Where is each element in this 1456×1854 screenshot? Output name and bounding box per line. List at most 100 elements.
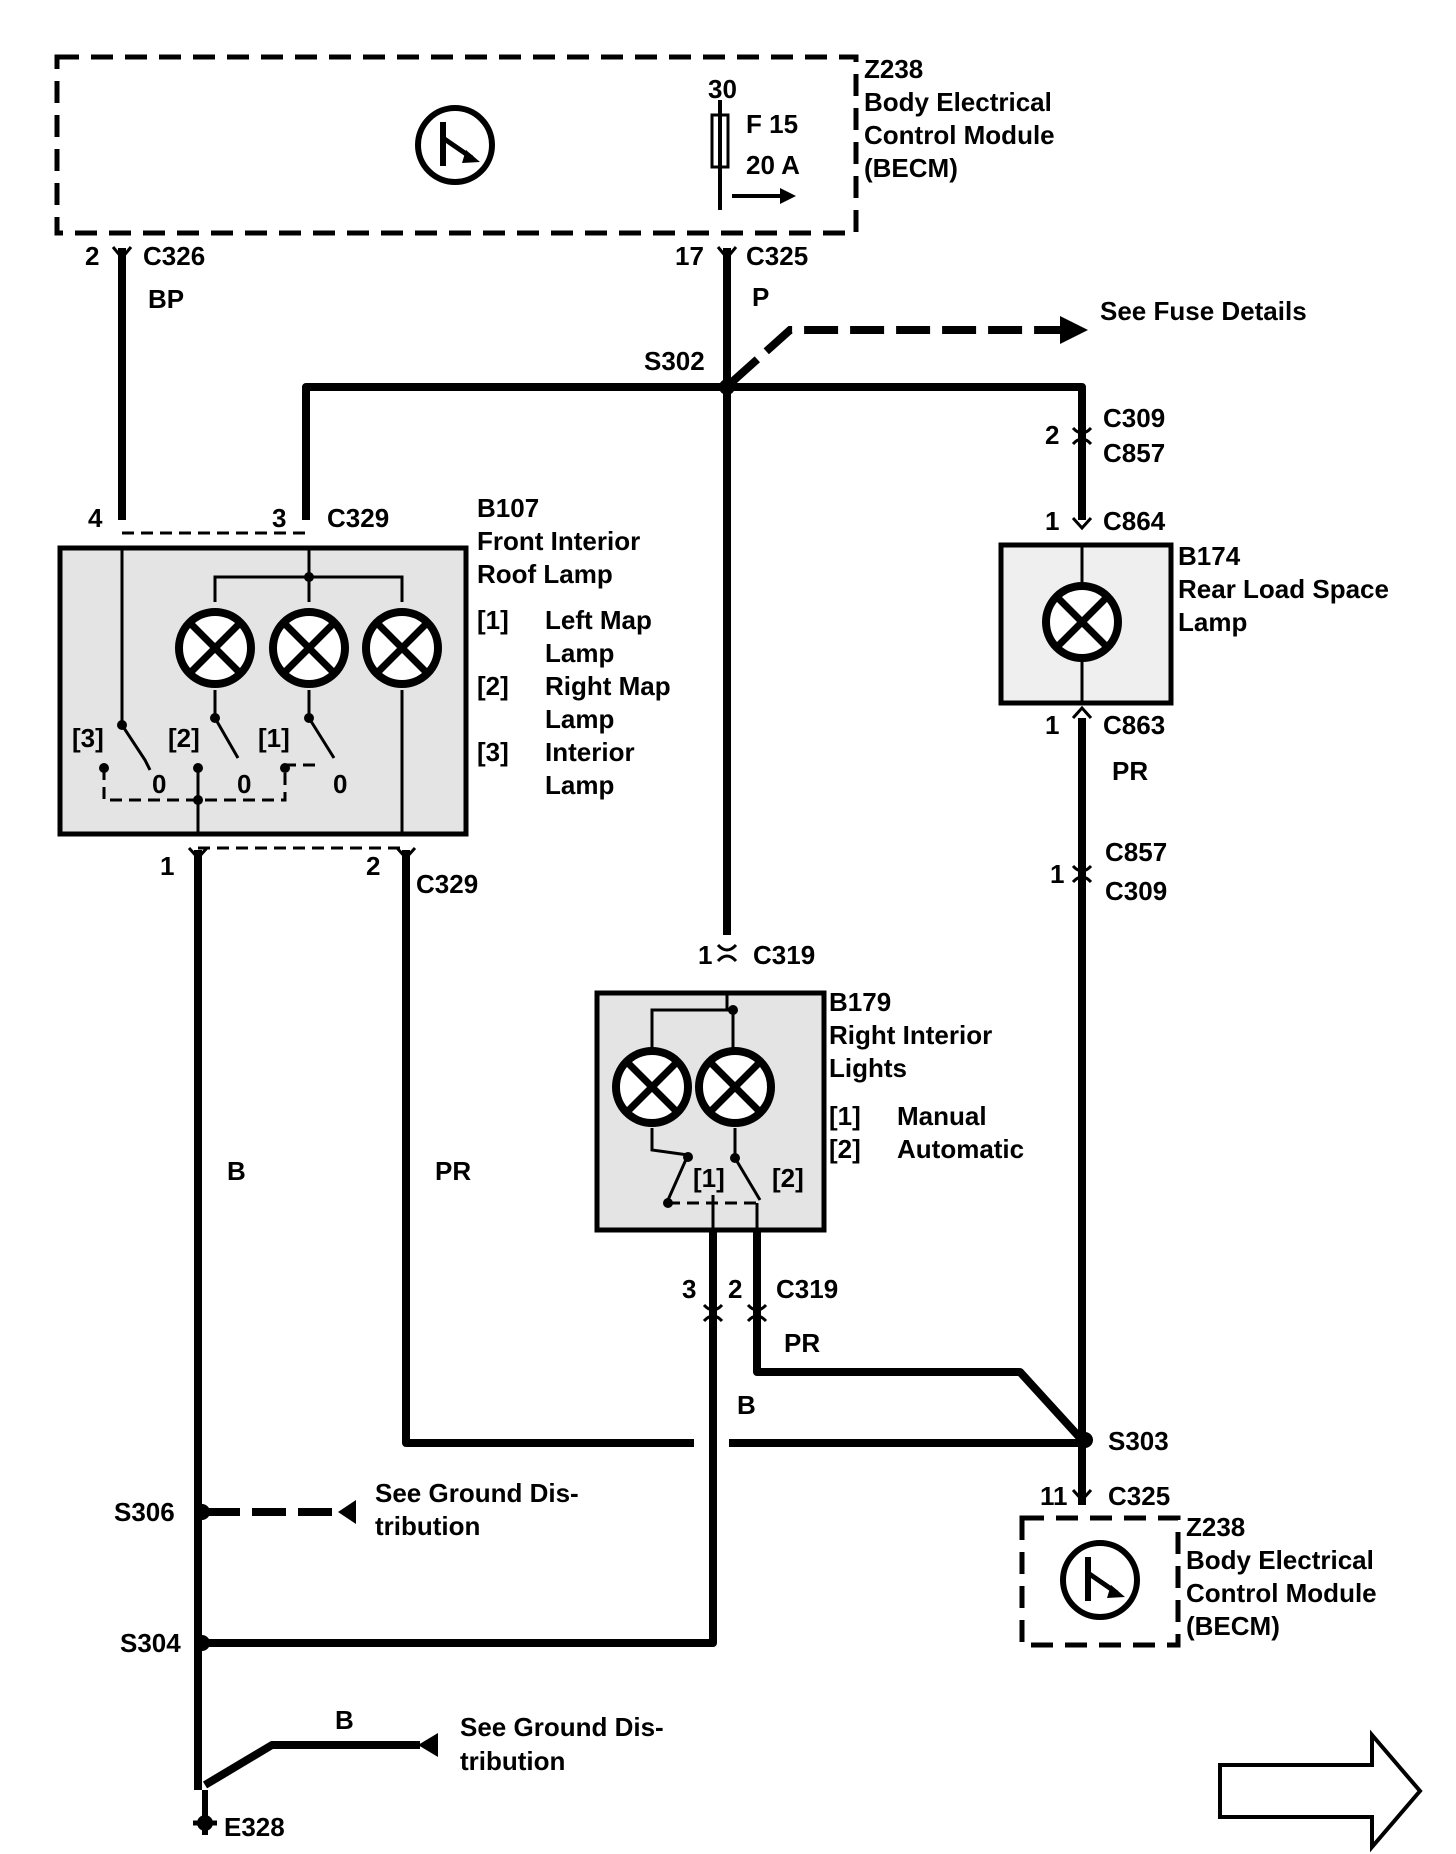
c319-bottom-pin-left: 3 [682, 1274, 696, 1304]
b179-switch-manual-icon [650, 1128, 693, 1201]
splice-nodes [193, 379, 1093, 1835]
b107-legend-3-line-1: Interior [545, 737, 635, 767]
switch-1-icon [304, 690, 336, 759]
b107-legend-1-line-2: Lamp [545, 638, 614, 668]
fuse-details-reference: See Fuse Details [1100, 296, 1307, 326]
c857-mid-id-b: C309 [1105, 876, 1167, 906]
b179-id: B179 [829, 987, 891, 1017]
b179-right-interior-lights: [1] [2] B179 Right Interior Lights [1] M… [594, 987, 1024, 1233]
b107-legend-key-2: [2] [477, 671, 509, 701]
fuse-rating-label: 20 A [746, 150, 800, 180]
next-page-arrow-icon[interactable] [1218, 1729, 1423, 1853]
c319-top-pin: 1 [698, 940, 712, 970]
lamp-b179-left-icon [612, 1047, 692, 1127]
ground-e328-icon [193, 1790, 217, 1835]
becm-bottom-name-line-1: Body Electrical [1186, 1545, 1374, 1575]
wire-color-bp: BP [148, 284, 184, 314]
c329-top-id: C329 [327, 503, 389, 533]
c325-top-pin: 17 [675, 241, 704, 271]
b174-id: B174 [1178, 541, 1241, 571]
switch-3-icon [117, 720, 152, 771]
splice-s304-node [194, 1635, 210, 1651]
c309-top-id-b: C857 [1103, 438, 1165, 468]
splice-s304-label: S304 [120, 1628, 181, 1658]
s306-ground-reference-line-1: See Ground Dis- [375, 1478, 579, 1508]
wire-color-labels: BP P PR B PR PR B B [148, 282, 1148, 1735]
lamp-b179-right-icon [695, 1047, 775, 1127]
c326-pin: 2 [85, 241, 99, 271]
switch-2-icon [210, 690, 240, 759]
c329-top-pin-left: 4 [88, 503, 103, 533]
lamp-interior-icon [362, 608, 442, 688]
becm-top-name-line-1: Body Electrical [864, 87, 1052, 117]
wire-color-b-mid: B [737, 1390, 756, 1420]
b179-switch-label-2: [2] [772, 1163, 804, 1193]
b107-legend-2-line-1: Right Map [545, 671, 671, 701]
fuse-f15-icon [710, 100, 796, 210]
splice-labels: S302 S303 S306 S304 [114, 346, 1169, 1658]
c319-bottom-pin-right: 2 [728, 1274, 742, 1304]
b179-name-line-1: Right Interior [829, 1020, 992, 1050]
c857-mid-pin: 1 [1050, 859, 1064, 889]
b174-rear-load-lamp: B174 Rear Load Space Lamp [998, 541, 1389, 706]
wire-color-b-left: B [227, 1156, 246, 1186]
b107-switch-label-2: [2] [168, 723, 200, 753]
becm-bottom-name-line-3: (BECM) [1186, 1611, 1280, 1641]
wire-color-b-ground: B [335, 1705, 354, 1735]
b107-off-label-3: 0 [152, 769, 166, 799]
c325-bottom-pin: 11 [1040, 1481, 1068, 1511]
wire-color-p: P [752, 282, 769, 312]
wire-color-pr-left: PR [435, 1156, 471, 1186]
c864-pin: 1 [1045, 506, 1059, 536]
wire-color-pr-rear: PR [1112, 756, 1148, 786]
b107-legend-key-3: [3] [477, 737, 509, 767]
becm-top-name-line-2: Control Module [864, 120, 1055, 150]
splice-s303-label: S303 [1108, 1426, 1169, 1456]
wire-fuse-details-ref [729, 326, 1060, 385]
wire-pr-left [402, 850, 694, 1447]
splice-s302-label: S302 [644, 346, 705, 376]
becm-bottom-symbol-icon [1060, 1540, 1140, 1620]
becm-bottom-module: Z238 Body Electrical Control Module (BEC… [1019, 1512, 1377, 1648]
s306-ground-arrow-icon [338, 1500, 356, 1524]
fuse-pin-label: 30 [708, 74, 737, 104]
b107-id: B107 [477, 493, 539, 523]
b179-legend-2-label: Automatic [897, 1134, 1024, 1164]
b107-name-line-2: Roof Lamp [477, 559, 613, 589]
c326-id: C326 [143, 241, 205, 271]
becm-top-id: Z238 [864, 54, 923, 84]
wires [118, 248, 1088, 1790]
b107-legend-1-line-1: Left Map [545, 605, 652, 635]
e328-ground-arrow-icon [418, 1733, 438, 1757]
connector-labels: 2 C326 17 C325 4 3 C329 1 2 C329 2 C309 … [85, 241, 1170, 1842]
lamp-right-map-icon [269, 608, 349, 688]
c319-bottom-id: C319 [776, 1274, 838, 1304]
c329-bottom-pin-right: 2 [366, 851, 380, 881]
wire-b-to-s304 [198, 1230, 717, 1647]
b107-off-label-1: 0 [333, 769, 347, 799]
e328-ground-reference-line-1: See Ground Dis- [460, 1712, 664, 1742]
c857-mid-id-a: C857 [1105, 837, 1167, 867]
wire-b-ground [202, 1741, 420, 1789]
c319-top-id: C319 [753, 940, 815, 970]
c863-pin: 1 [1045, 710, 1059, 740]
e328-id: E328 [224, 1812, 285, 1842]
b107-legend-2-line-2: Lamp [545, 704, 614, 734]
b107-switch-label-1: [1] [258, 723, 290, 753]
c863-id: C863 [1103, 710, 1165, 740]
fuse-details-arrow-icon [1060, 316, 1088, 344]
b107-legend-3-line-2: Lamp [545, 770, 614, 800]
b179-name-line-2: Lights [829, 1053, 907, 1083]
c329-bottom-id: C329 [416, 869, 478, 899]
b174-name-line-2: Lamp [1178, 607, 1247, 637]
splice-s306-node [194, 1504, 210, 1520]
b107-front-roof-lamp: [3] [2] [1] 0 0 0 B107 Front Interior Ro… [57, 493, 671, 850]
b179-legend-1-label: Manual [897, 1101, 987, 1131]
lamp-left-map-icon [175, 608, 255, 688]
becm-top-name-line-3: (BECM) [864, 153, 958, 183]
fuse-id-label: F 15 [746, 109, 798, 139]
c309-top-pin: 2 [1045, 420, 1059, 450]
wire-pr-mid [753, 1230, 1085, 1443]
b107-off-label-2: 0 [237, 769, 251, 799]
